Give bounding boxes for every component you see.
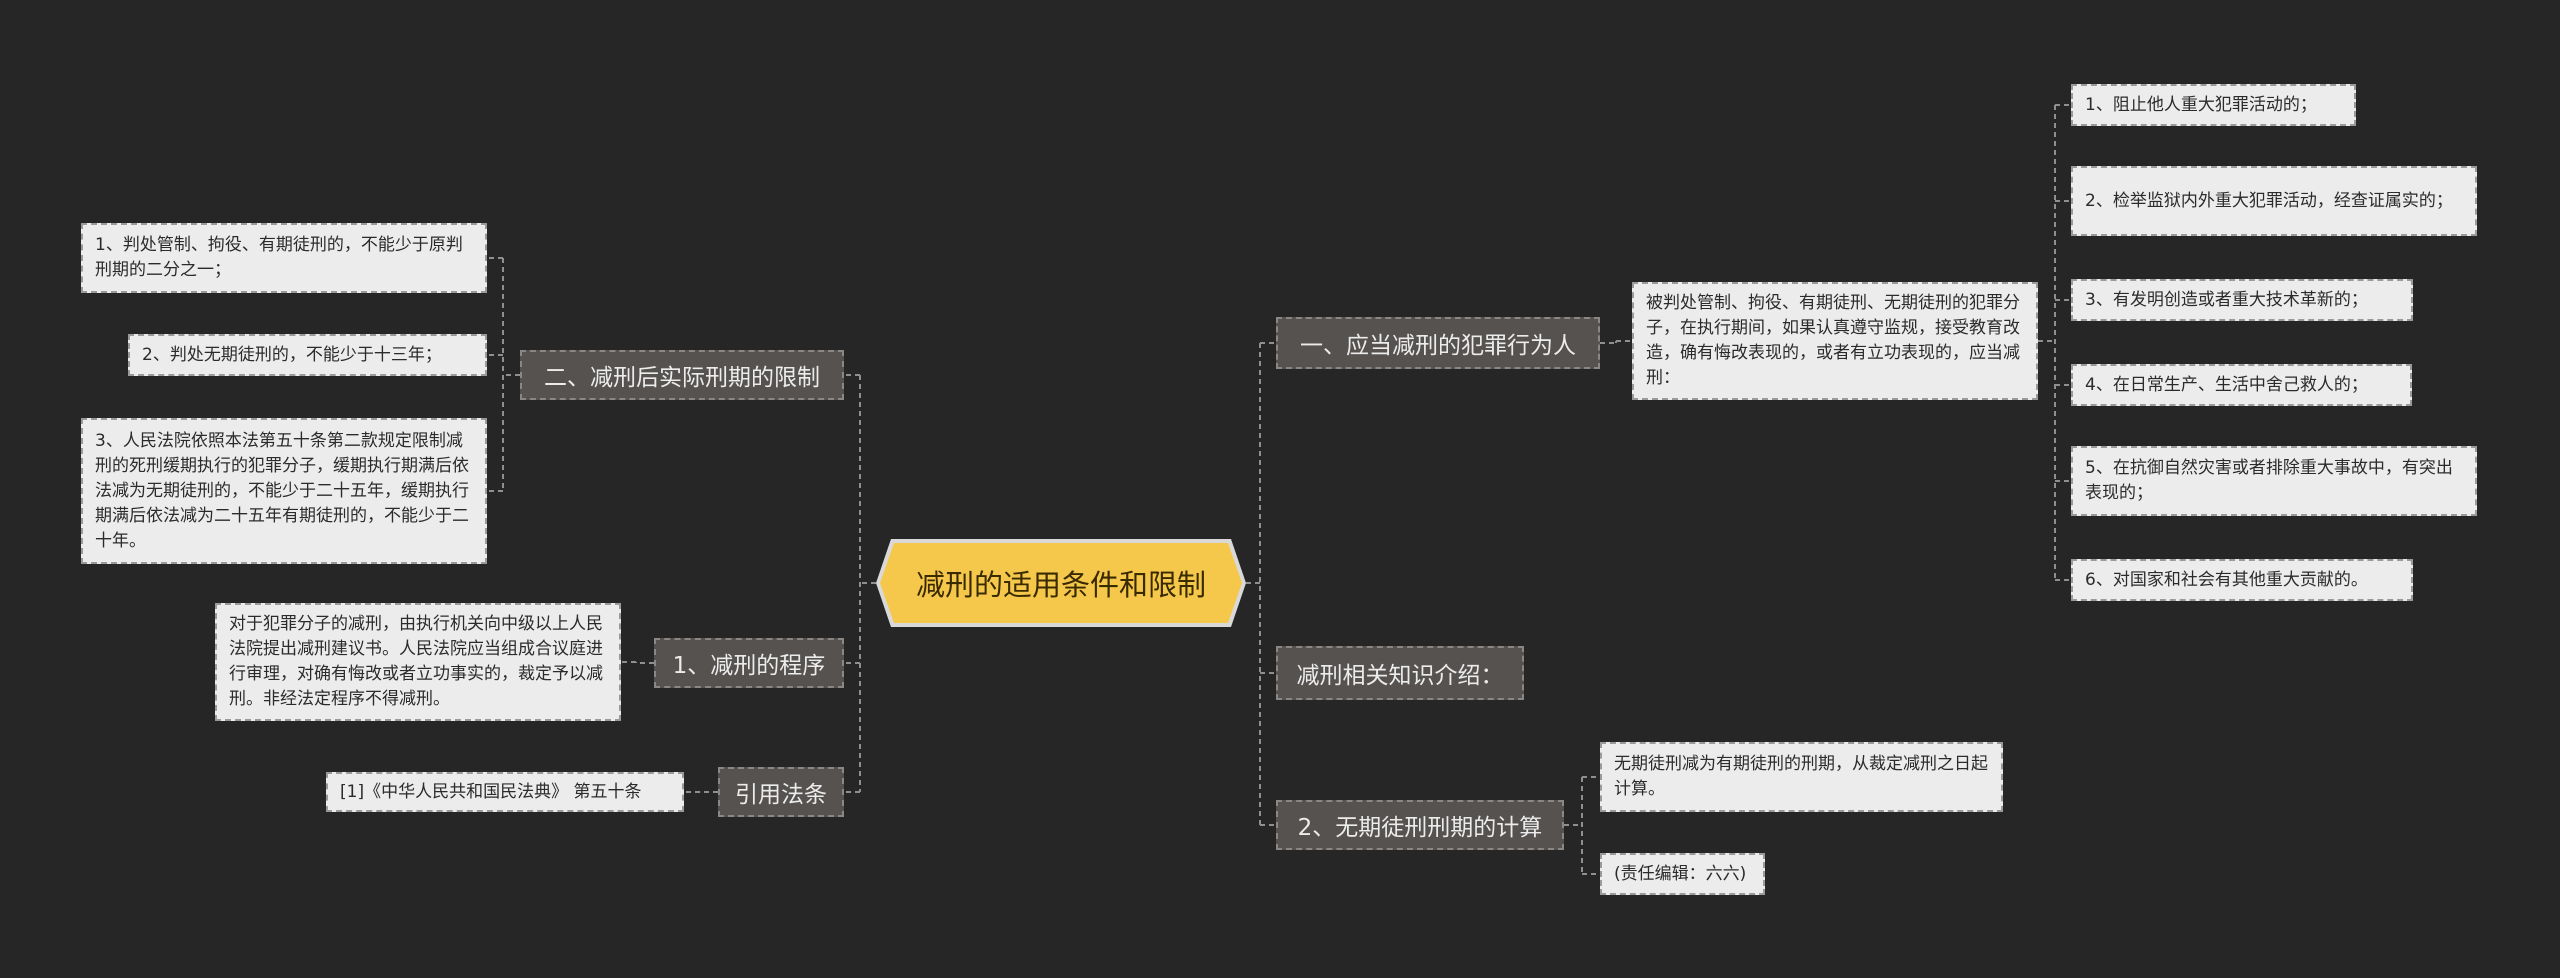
central-topic[interactable]: 减刑的适用条件和限制 <box>880 543 1242 623</box>
leaf-offenders-description-text: 被判处管制、拘役、有期徒刑、无期徒刑的犯罪分子，在执行期间，如果认真遵守监规，接… <box>1646 293 2020 388</box>
branch-related-knowledge[interactable]: 减刑相关知识介绍： <box>1276 646 1524 700</box>
branch-citation-label: 引用法条 <box>735 782 827 808</box>
leaf-limit-1[interactable]: 1、判处管制、拘役、有期徒刑的，不能少于原判刑期的二分之一； <box>81 223 487 293</box>
branch-related-knowledge-label: 减刑相关知识介绍： <box>1296 663 1504 689</box>
leaf-condition-3-text: 3、有发明创造或者重大技术革新的； <box>2085 289 2368 310</box>
leaf-condition-4-text: 4、在日常生产、生活中舍己救人的； <box>2085 374 2368 395</box>
leaf-condition-6[interactable]: 6、对国家和社会有其他重大贡献的。 <box>2071 559 2413 601</box>
central-topic-label: 减刑的适用条件和限制 <box>915 568 1206 602</box>
leaf-condition-4[interactable]: 4、在日常生产、生活中舍己救人的； <box>2071 364 2412 406</box>
branch-eligible-offenders-label: 一、应当减刑的犯罪行为人 <box>1300 333 1576 359</box>
leaf-limit-3[interactable]: 3、人民法院依照本法第五十条第二款规定限制减刑的死刑缓期执行的犯罪分子，缓期执行… <box>81 418 487 564</box>
branch-procedure[interactable]: 1、减刑的程序 <box>654 638 844 688</box>
leaf-condition-6-text: 6、对国家和社会有其他重大贡献的。 <box>2085 569 2368 590</box>
leaf-citation-text: [1]《中华人民共和国民法典》 第五十条 <box>340 781 642 802</box>
branch-life-sentence-calculation[interactable]: 2、无期徒刑刑期的计算 <box>1276 800 1564 850</box>
branch-procedure-label: 1、减刑的程序 <box>672 653 826 679</box>
leaf-procedure[interactable]: 对于犯罪分子的减刑，由执行机关向中级以上人民法院提出减刑建议书。人民法院应当组成… <box>215 603 621 721</box>
leaf-condition-1[interactable]: 1、阻止他人重大犯罪活动的； <box>2071 84 2356 126</box>
leaf-citation[interactable]: [1]《中华人民共和国民法典》 第五十条 <box>326 772 684 812</box>
leaf-calculation-rule-text: 无期徒刑减为有期徒刑的刑期，从裁定减刑之日起计算。 <box>1614 754 1988 799</box>
leaf-calculation-rule[interactable]: 无期徒刑减为有期徒刑的刑期，从裁定减刑之日起计算。 <box>1600 742 2003 812</box>
leaf-limit-2[interactable]: 2、判处无期徒刑的，不能少于十三年； <box>128 334 487 376</box>
leaf-condition-3[interactable]: 3、有发明创造或者重大技术革新的； <box>2071 279 2413 321</box>
leaf-limit-2-text: 2、判处无期徒刑的，不能少于十三年； <box>142 344 442 365</box>
branch-sentence-limits-label: 二、减刑后实际刑期的限制 <box>544 365 820 391</box>
leaf-condition-5-text: 5、在抗御自然灾害或者排除重大事故中，有突出表现的； <box>2085 458 2453 503</box>
leaf-condition-2[interactable]: 2、检举监狱内外重大犯罪活动，经查证属实的； <box>2071 166 2477 236</box>
leaf-limit-1-text: 1、判处管制、拘役、有期徒刑的，不能少于原判刑期的二分之一； <box>95 235 463 280</box>
leaf-offenders-description[interactable]: 被判处管制、拘役、有期徒刑、无期徒刑的犯罪分子，在执行期间，如果认真遵守监规，接… <box>1632 282 2038 400</box>
leaf-limit-3-text: 3、人民法院依照本法第五十条第二款规定限制减刑的死刑缓期执行的犯罪分子，缓期执行… <box>95 430 469 551</box>
leaf-editor-note[interactable]: (责任编辑：六六) <box>1600 853 1765 895</box>
branch-life-sentence-calculation-label: 2、无期徒刑刑期的计算 <box>1297 815 1543 841</box>
branch-citation[interactable]: 引用法条 <box>718 767 844 817</box>
branch-sentence-limits[interactable]: 二、减刑后实际刑期的限制 <box>520 350 844 400</box>
leaf-condition-2-text: 2、检举监狱内外重大犯罪活动，经查证属实的； <box>2085 190 2453 211</box>
leaf-condition-1-text: 1、阻止他人重大犯罪活动的； <box>2085 94 2317 115</box>
leaf-editor-note-text: (责任编辑：六六) <box>1614 863 1747 884</box>
leaf-procedure-text: 对于犯罪分子的减刑，由执行机关向中级以上人民法院提出减刑建议书。人民法院应当组成… <box>229 614 603 709</box>
branch-eligible-offenders[interactable]: 一、应当减刑的犯罪行为人 <box>1276 317 1600 369</box>
leaf-condition-5[interactable]: 5、在抗御自然灾害或者排除重大事故中，有突出表现的； <box>2071 446 2477 516</box>
